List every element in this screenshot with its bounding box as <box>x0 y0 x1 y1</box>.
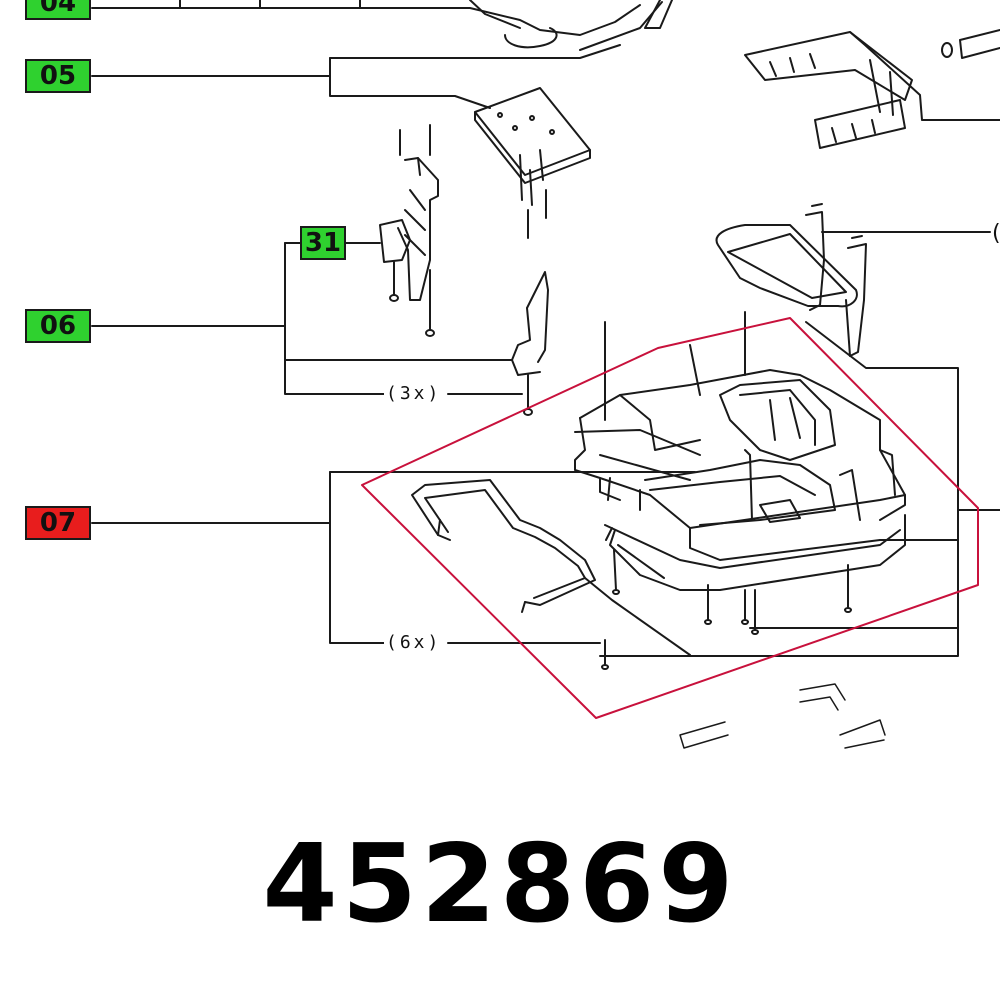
position-label-04[interactable]: 04 <box>25 0 91 20</box>
upper-right-screw <box>941 29 1000 59</box>
leader-05 <box>91 44 621 109</box>
handle-bar <box>411 479 596 613</box>
quantity-3x: (3x) <box>384 383 444 404</box>
leader-06 <box>91 242 523 395</box>
handle-frame <box>715 203 991 357</box>
mounting-plate <box>474 87 591 239</box>
position-label-05[interactable]: 05 <box>25 59 91 93</box>
partial-label-right: ( <box>992 221 1000 246</box>
part-number: 452869 <box>262 822 738 947</box>
position-label-06[interactable]: 06 <box>25 309 91 343</box>
small-rails <box>679 683 886 749</box>
clamp-arm-lower <box>511 271 549 416</box>
frame-rail <box>604 514 906 591</box>
clamp-arm-upper <box>379 157 439 337</box>
leader-07 <box>91 471 696 656</box>
position-label-31[interactable]: 31 <box>300 226 346 260</box>
position-label-07[interactable]: 07 <box>25 506 91 540</box>
leader-right <box>599 321 959 657</box>
base-tray <box>574 311 906 561</box>
top-frame-part <box>91 0 673 51</box>
assembly-outline <box>361 317 979 719</box>
quantity-6x: (6x) <box>384 632 444 653</box>
tray-screws <box>601 549 852 670</box>
upper-right-bracket <box>744 31 1000 149</box>
